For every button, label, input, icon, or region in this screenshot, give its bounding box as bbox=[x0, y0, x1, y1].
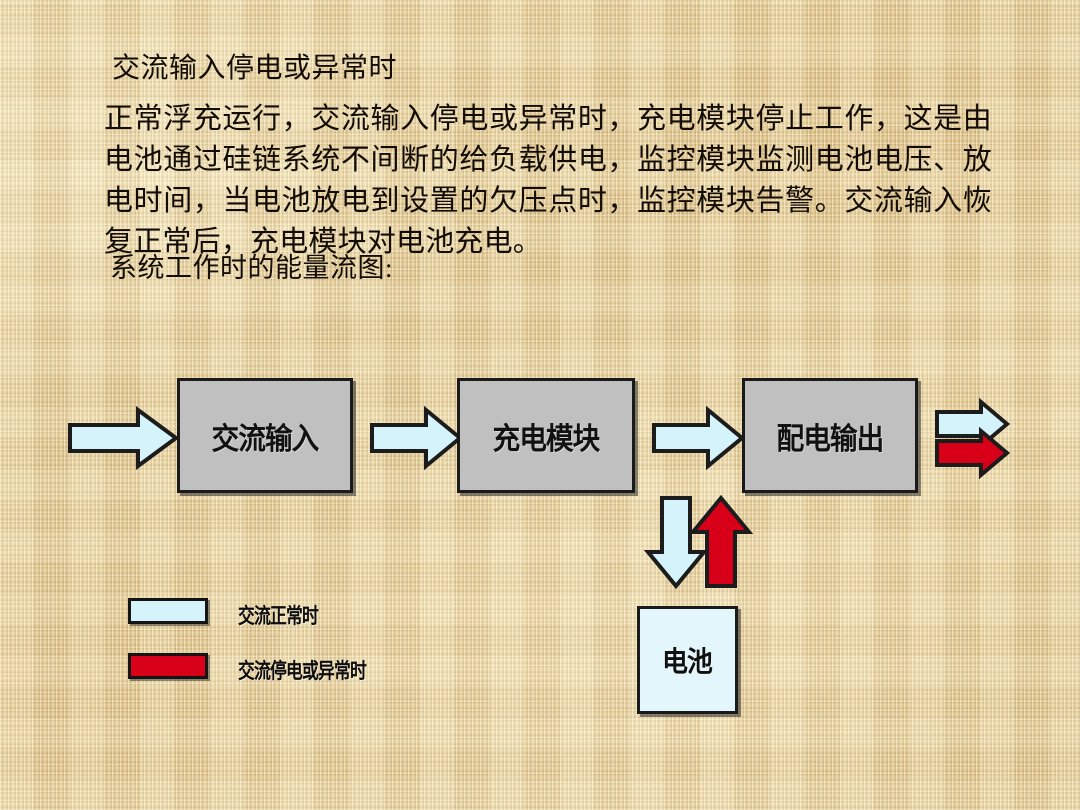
box-battery: 电池 bbox=[637, 606, 738, 714]
arrow-out-fault-icon bbox=[935, 426, 1011, 480]
box-battery-label: 电池 bbox=[662, 645, 714, 678]
arrow-battery-supply-icon bbox=[688, 494, 754, 588]
energy-flow-label: 系统工作时的能量流图: bbox=[110, 253, 394, 283]
box-ac-input: 交流输入 bbox=[177, 378, 353, 493]
arrow-charge-to-out-icon bbox=[652, 405, 746, 471]
arrow-in-icon bbox=[68, 406, 180, 470]
box-power-output: 配电输出 bbox=[742, 378, 918, 493]
legend-swatch-ac-fault bbox=[128, 653, 208, 679]
legend-label-ac-normal: 交流正常时 bbox=[238, 604, 319, 628]
slide-heading: 交流输入停电或异常时 bbox=[112, 53, 398, 84]
arrow-charge-battery-icon bbox=[643, 496, 709, 590]
legend-swatch-ac-normal bbox=[128, 598, 208, 624]
slide-paragraph: 正常浮充运行，交流输入停电或异常时，充电模块停止工作，这是由电池通过硅链系统不间… bbox=[104, 103, 992, 258]
box-charge-module: 充电模块 bbox=[457, 378, 635, 493]
arrow-ac-to-charge-icon bbox=[370, 405, 464, 471]
box-power-output-label: 配电输出 bbox=[776, 421, 885, 457]
arrow-out-normal-icon bbox=[935, 397, 1011, 451]
legend-label-ac-fault: 交流停电或异常时 bbox=[238, 659, 367, 683]
box-ac-input-label: 交流输入 bbox=[211, 421, 320, 457]
box-charge-module-label: 充电模块 bbox=[492, 421, 601, 457]
